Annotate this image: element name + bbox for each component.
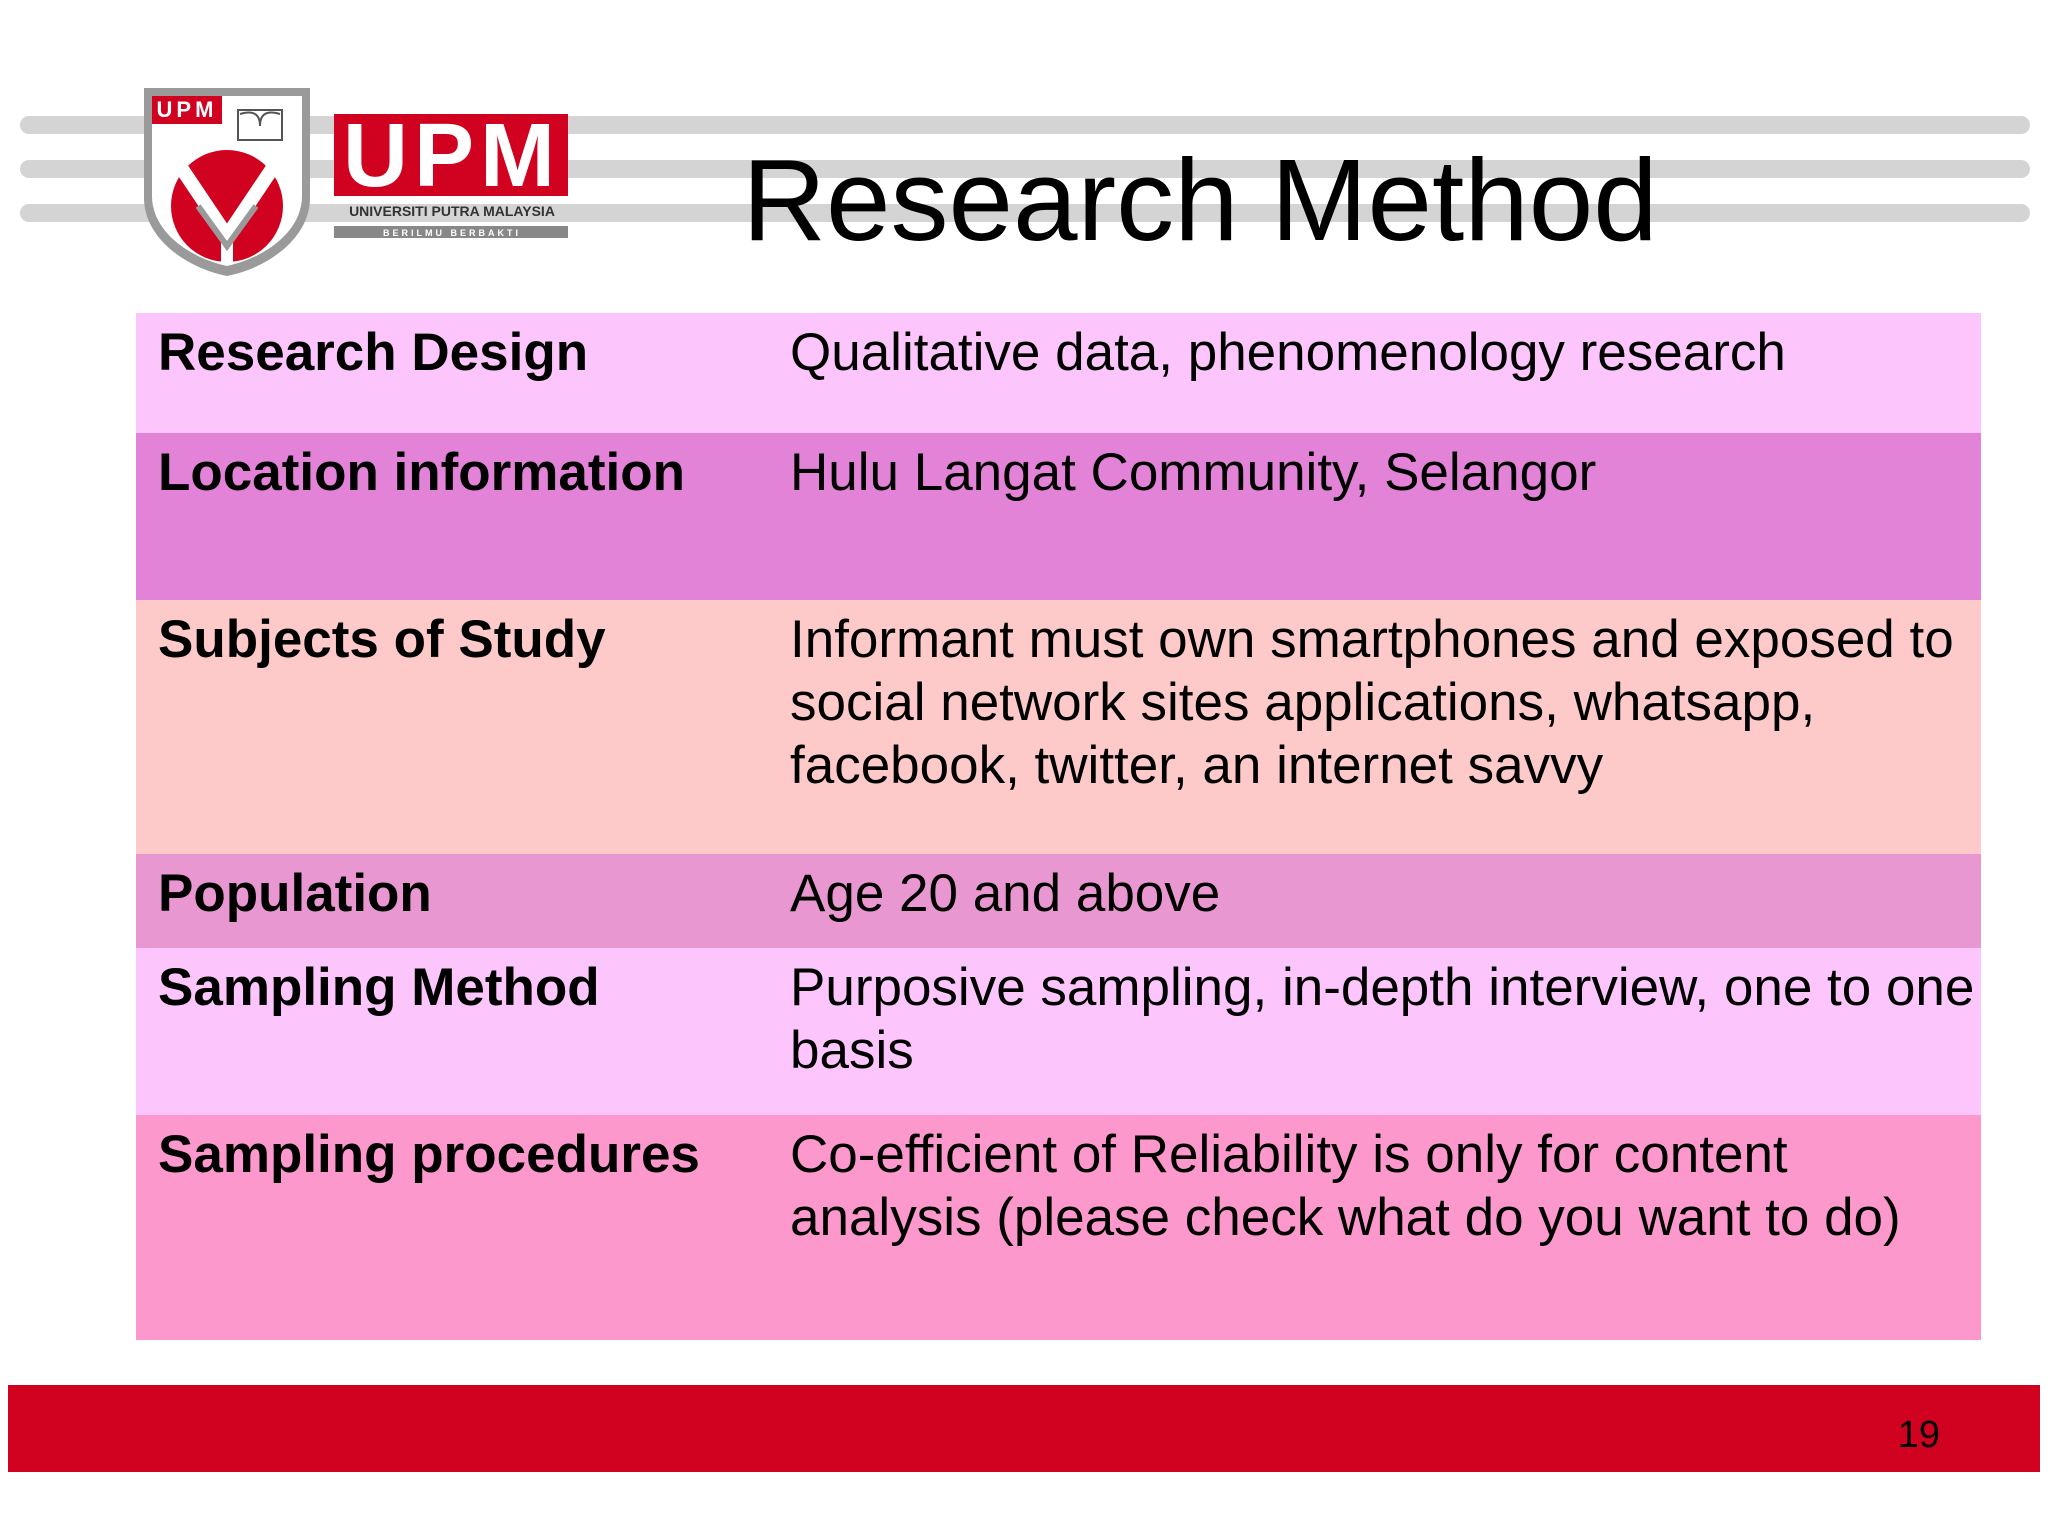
slide-title: Research Method — [742, 135, 1658, 265]
svg-text:BERILMU BERBAKTI: BERILMU BERBAKTI — [383, 228, 521, 238]
row-value: Purposive sampling, in-depth interview, … — [790, 958, 1975, 1080]
row-label: Sampling Method — [158, 958, 600, 1017]
page-number: 19 — [1897, 1414, 1940, 1456]
row-value: Co-efficient of Reliability is only for … — [790, 1125, 1901, 1247]
table-row: Sampling Method Purposive sampling, in-d… — [136, 948, 1981, 1115]
svg-text:UPM: UPM — [343, 106, 561, 206]
upm-logo: UPM UPM UNIVERSITI PUTRA MALAYSIA BERILM… — [138, 86, 568, 278]
row-value: Informant must own smartphones and expos… — [790, 610, 1954, 795]
row-label: Sampling procedures — [158, 1125, 700, 1184]
table-row: Location information Hulu Langat Communi… — [136, 433, 1981, 600]
row-value: Qualitative data, phenomenology research — [790, 323, 1786, 382]
row-label: Population — [158, 864, 432, 923]
table-row: Sampling procedures Co-efficient of Reli… — [136, 1115, 1981, 1340]
research-method-table: Research Design Qualitative data, phenom… — [136, 313, 1981, 1340]
row-label: Research Design — [158, 323, 589, 382]
footer-bar — [8, 1385, 2040, 1472]
svg-text:UNIVERSITI PUTRA MALAYSIA: UNIVERSITI PUTRA MALAYSIA — [349, 203, 555, 219]
table-row: Population Age 20 and above — [136, 854, 1981, 948]
table-row: Subjects of Study Informant must own sma… — [136, 600, 1981, 854]
table-row: Research Design Qualitative data, phenom… — [136, 313, 1981, 433]
svg-text:UPM: UPM — [157, 97, 218, 122]
row-value: Hulu Langat Community, Selangor — [790, 443, 1597, 502]
row-value: Age 20 and above — [790, 864, 1221, 923]
row-label: Location information — [158, 443, 686, 502]
row-label: Subjects of Study — [158, 610, 606, 669]
header-stripe — [20, 204, 2030, 222]
